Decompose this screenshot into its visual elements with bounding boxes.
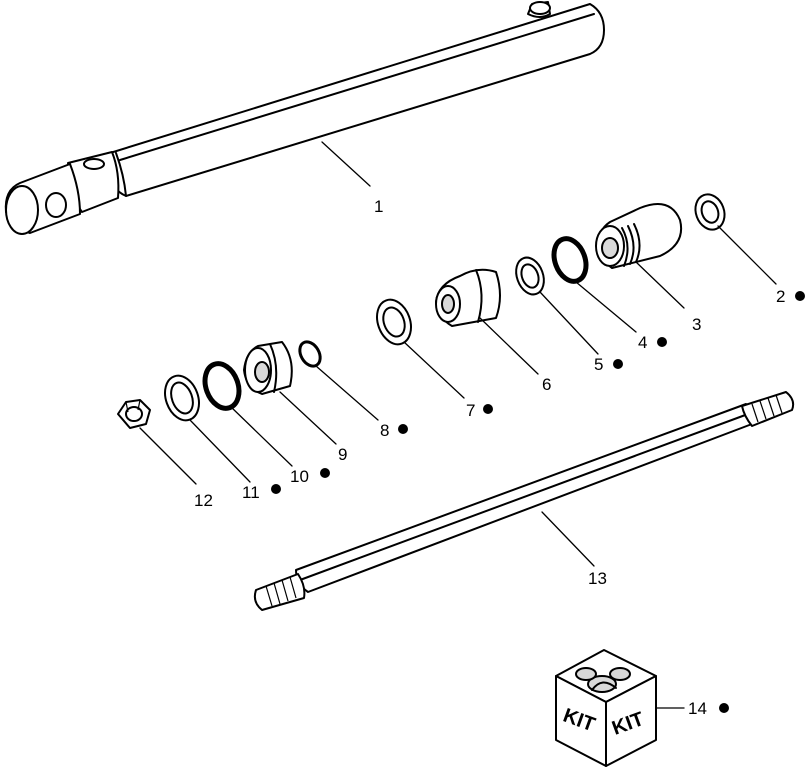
- callout-1-number: 1: [374, 197, 383, 216]
- bullet-icon: [657, 337, 667, 347]
- callout-14: 14: [688, 699, 729, 718]
- part-11-ring: [164, 374, 200, 422]
- part-5-backup-ring: [515, 256, 545, 296]
- callout-6: 6: [542, 375, 551, 394]
- bullet-icon: [271, 484, 281, 494]
- callout-4: 4: [638, 333, 667, 352]
- callout-4-number: 4: [638, 333, 647, 352]
- callout-7: 7: [466, 401, 493, 420]
- part-10-o-ring: [202, 361, 242, 411]
- callout-2: 2: [776, 287, 805, 306]
- part-2-ring: [694, 193, 726, 231]
- part-1-cylinder-barrel: [4, 1, 605, 235]
- part-9-bushing: [243, 341, 293, 395]
- callout-10-number: 10: [290, 467, 309, 486]
- callout-5-number: 5: [594, 355, 603, 374]
- bullet-icon: [398, 424, 408, 434]
- callout-13-number: 13: [588, 569, 607, 588]
- callout-8: 8: [380, 421, 408, 440]
- callout-9: 9: [338, 445, 347, 464]
- bullet-icon: [320, 468, 330, 478]
- callout-1: 1: [374, 197, 383, 216]
- callout-12-number: 12: [194, 491, 213, 510]
- leader-lines: [139, 141, 777, 709]
- bullet-icon: [719, 703, 729, 713]
- callout-3-number: 3: [692, 315, 701, 334]
- part-3-piston: [595, 203, 682, 269]
- callout-14-number: 14: [688, 699, 707, 718]
- part-13-piston-rod: [253, 391, 795, 611]
- callout-13: 13: [588, 569, 607, 588]
- callout-labels: 1 2 3 4 5 6 7 8 9 10: [194, 197, 805, 718]
- part-14-seal-kit-box: KIT KIT: [555, 649, 657, 767]
- bullet-icon: [483, 404, 493, 414]
- callout-10: 10: [290, 467, 330, 486]
- callout-12: 12: [194, 491, 213, 510]
- callout-9-number: 9: [338, 445, 347, 464]
- callout-5: 5: [594, 355, 623, 374]
- callout-3: 3: [692, 315, 701, 334]
- bullet-icon: [613, 359, 623, 369]
- part-12-nut: [117, 399, 151, 429]
- callout-6-number: 6: [542, 375, 551, 394]
- bullet-icon: [795, 291, 805, 301]
- part-6-gland: [435, 268, 501, 327]
- callout-7-number: 7: [466, 401, 475, 420]
- callout-11-number: 11: [242, 483, 260, 502]
- callout-8-number: 8: [380, 421, 389, 440]
- part-4-o-ring: [551, 236, 589, 284]
- part-8-o-ring: [298, 340, 322, 368]
- part-7-ring: [376, 298, 412, 346]
- callout-2-number: 2: [776, 287, 785, 306]
- callout-11: 11: [242, 483, 281, 502]
